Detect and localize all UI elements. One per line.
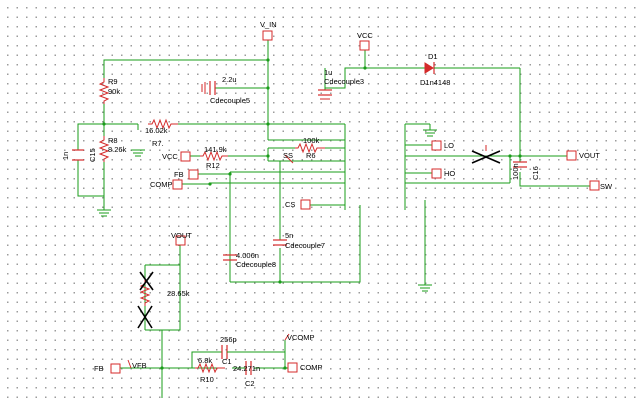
port-ss-label: SS [283,151,293,160]
port-ss[interactable]: SS [283,151,294,164]
port-cs-label: CS [285,200,295,209]
net-vfb-label: VFB [132,361,147,370]
port-fb-lower[interactable]: FB [94,363,121,374]
r8-ref: R8 [108,136,118,145]
port-vcc-top-label: VCC [357,31,373,40]
r8-value: 8.26k [108,145,127,154]
r12-value: 141.9k [204,145,227,154]
capacitor-c2[interactable]: 24.271n C2 [233,361,260,388]
port-v-in[interactable]: V_IN [260,20,277,41]
port-cs[interactable]: CS [285,199,311,210]
resistor-r7[interactable]: 16.02k R7. [145,118,178,148]
d1-ref: D1 [428,52,438,61]
port-lo-label: LO [444,141,454,150]
net-vcomp-label: VCOMP [287,333,315,342]
resistor-r10[interactable]: 6.8k R10 [195,356,225,384]
net-label-vfb[interactable]: VFB [127,359,147,370]
r7-ref: R7. [152,139,164,148]
port-comp-lower[interactable]: COMP [287,362,323,373]
cdec7-ref: Cdecouple7 [285,241,325,250]
disabled-part-marker-lower [137,271,154,329]
wires [77,40,590,398]
resistor-r12[interactable]: 141.9k R12 [200,145,228,170]
port-sw[interactable]: SW [589,180,613,191]
port-sw-label: SW [600,182,613,191]
r12-ref: R12 [206,161,220,170]
ground-r8 [97,209,111,217]
ground-ic-right [423,124,437,137]
cdec8-value: 4.006n [236,251,259,260]
c2-ref: C2 [245,379,255,388]
c1-ref: C1 [222,357,232,366]
capacitor-c1[interactable]: 256p C1 [220,335,237,366]
r7-value: 16.02k [145,126,168,135]
r10-value: 6.8k [198,356,212,365]
port-comp-label: COMP [150,180,173,189]
capacitor-c15[interactable]: 1n C15 [61,148,97,162]
port-fb-lower-label: FB [94,364,104,373]
port-ho-label: HO [444,169,455,178]
c1-value: 256p [220,335,237,344]
ground-symbols [97,124,437,292]
c16-value: 100n [511,163,520,180]
r6-ref: R6 [306,151,316,160]
cdec8-ref: Cdecouple8 [236,260,276,269]
port-comp[interactable]: COMP [150,179,183,190]
port-vcc-left[interactable]: VCC [162,151,191,162]
cdec7-value: 5n [285,231,293,240]
port-vout-right-label: VOUT [579,151,600,160]
r9-value: 90k [108,87,120,96]
port-fb-label: FB [174,170,184,179]
resistor-r8[interactable]: R8 8.26k [98,136,127,162]
port-vcc-top[interactable]: VCC [357,31,373,51]
capacitor-c16[interactable]: 100n C16 [511,161,540,180]
capacitor-cdecouple7[interactable]: 5n Cdecouple7 [273,231,325,250]
disabled-part-marker-right [471,145,501,164]
port-fb[interactable]: FB [174,169,199,180]
port-ho[interactable]: HO [431,168,455,179]
port-vout-right[interactable]: VOUT [566,150,600,161]
ground-ic-bottom [418,284,432,292]
c15-ref: C15 [88,148,97,162]
r11-value: 28.65k [167,289,190,298]
capacitor-cdecouple3[interactable]: 1u Cdecouple3 [318,68,364,100]
d1-value: D1n4148 [420,78,450,87]
capacitor-cdecouple8[interactable]: 4.006n Cdecouple8 [223,251,276,269]
junctions [102,58,522,370]
r9-ref: R9 [108,77,118,86]
cdec5-value: 2.2u [222,75,237,84]
port-comp-lower-label: COMP [300,363,323,372]
c15-value: 1n [61,152,70,160]
ground-r7 [131,149,145,157]
cdec3-ref: Cdecouple3 [324,77,364,86]
cdec3-value: 1u [324,68,332,77]
diode-d1[interactable]: D1 D1n4148 [420,52,450,87]
net-label-vcomp[interactable]: VCOMP [284,333,315,342]
c16-ref: C16 [531,166,540,180]
port-vcc-left-label: VCC [162,152,178,161]
cdec5-ref: Cdecouple5 [210,96,250,105]
resistor-r6[interactable]: 100k R6 [295,136,325,160]
port-vout-lower-label: VOUT [171,231,192,240]
r10-ref: R10 [200,375,214,384]
capacitor-cdecouple5[interactable]: 2.2u Cdecouple5 [201,75,250,105]
c2-value: 24.271n [233,364,260,373]
port-vout-lower[interactable]: VOUT [171,231,192,246]
port-lo[interactable]: LO [431,140,454,151]
port-v-in-label: V_IN [260,20,277,29]
resistor-r9[interactable]: R9 90k [98,77,120,104]
r6-value: 100k [303,136,320,145]
